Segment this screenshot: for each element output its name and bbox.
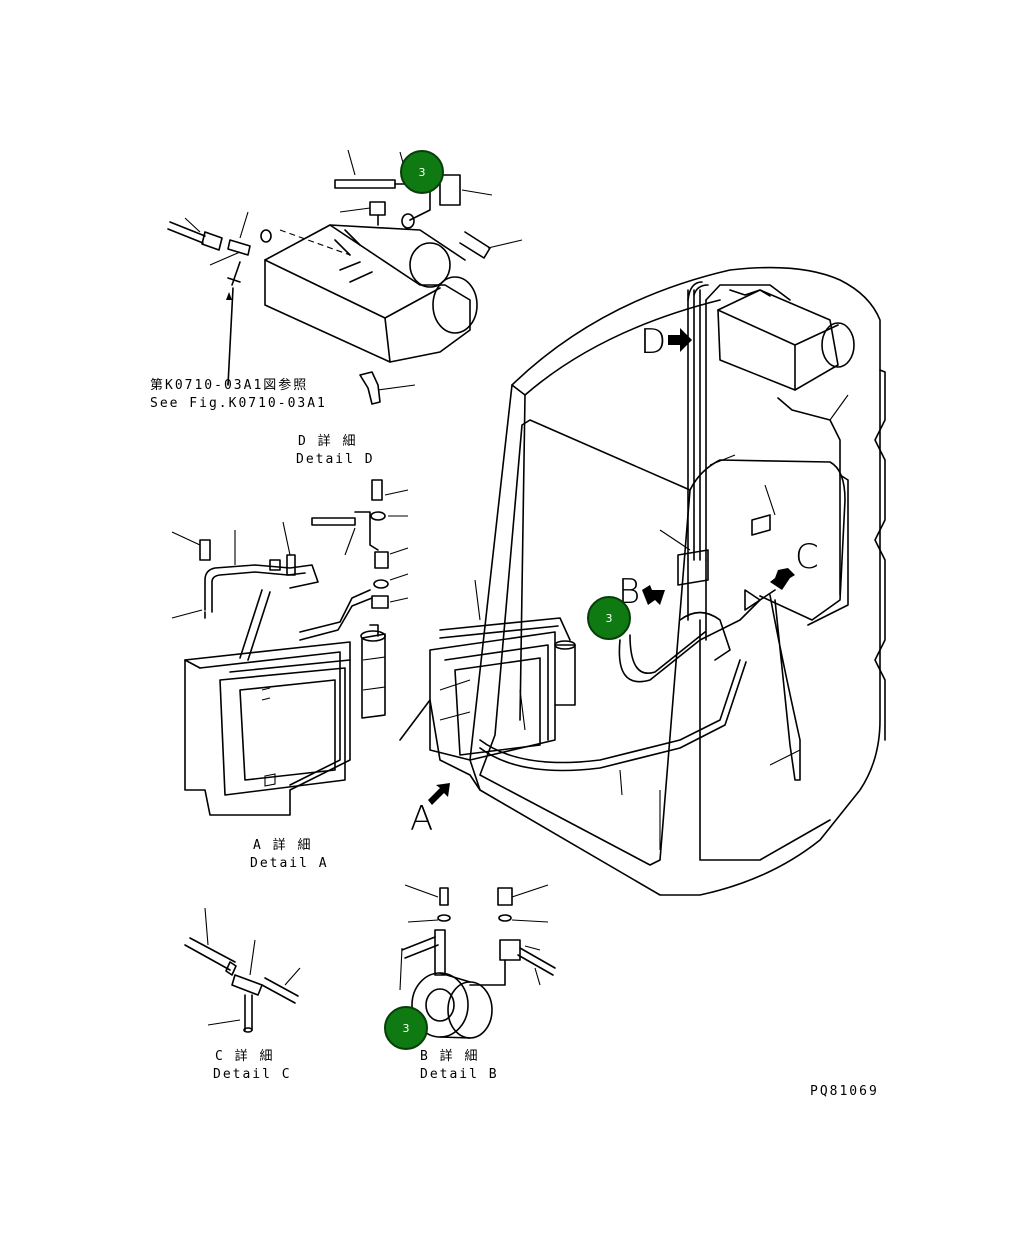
detail-c-assembly [184,907,301,1033]
cab-assembly [399,266,886,896]
detail-b-assembly [399,884,556,1039]
view-letter-a: A [410,799,434,839]
reference-note-en: See Fig.K0710-03A1 [150,396,327,411]
detail-d-title-jp: D 詳 細 [298,434,358,449]
detail-a-title-jp: A 詳 細 [253,838,313,853]
detail-a-title-en: Detail A [250,856,329,871]
view-arrow-c [770,568,795,590]
detail-b-title-en: Detail B [420,1067,499,1082]
view-arrow-d [668,328,692,352]
detail-c-title-jp: C 詳 細 [215,1049,275,1064]
view-arrow-a [428,783,450,805]
detail-c-title-en: Detail C [213,1067,292,1082]
view-letter-d: D [640,322,667,362]
part-callout-3-top[interactable]: 3 [400,150,444,194]
part-callout-3-bottom[interactable]: 3 [384,1006,428,1050]
view-letter-b: B [618,572,641,612]
view-arrow-b [642,585,665,605]
view-letter-c: C [795,537,819,577]
drawing-number: PQ81069 [810,1084,879,1099]
detail-d-title-en: Detail D [296,452,375,467]
part-callout-3-middle[interactable]: 3 [587,596,631,640]
detail-d-assembly [167,149,523,405]
detail-a-assembly [171,479,409,816]
reference-note-jp: 第K0710-03A1図参照 [150,378,309,393]
detail-b-title-jp: B 詳 細 [420,1049,480,1064]
